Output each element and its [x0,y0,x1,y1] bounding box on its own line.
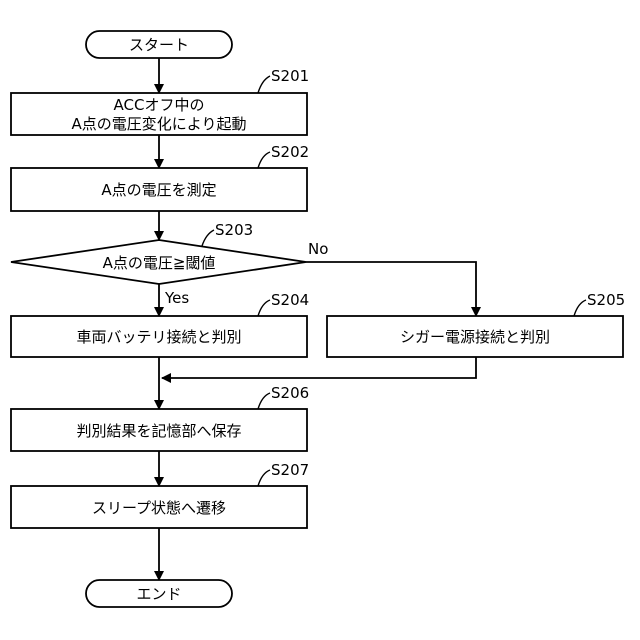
branch-no-label: No [308,240,328,258]
step-s203-leader [202,230,214,246]
step-s201-text-line2: A点の電圧変化により起動 [72,115,247,133]
step-s205-label: S205 [587,291,625,309]
step-s203-text: A点の電圧≧閾値 [103,254,216,272]
step-s201-leader [258,76,270,93]
connector-s205-merge [162,357,476,378]
step-s202-text: A点の電圧を測定 [101,181,216,199]
step-s201: ACCオフ中の A点の電圧変化により起動 S201 [11,67,309,135]
start-text: スタート [129,36,189,54]
branch-yes-label: Yes [164,289,189,307]
step-s204-leader [258,300,270,316]
step-s207: スリープ状態へ遷移 S207 [11,461,309,528]
step-s201-text-line1: ACCオフ中の [114,96,205,114]
start-terminator: スタート [86,31,232,58]
step-s201-label: S201 [271,67,309,85]
step-s203-label: S203 [215,221,253,239]
step-s205-text: シガー電源接続と判別 [400,328,550,346]
step-s206-leader [258,393,270,409]
connector-s203-no [306,262,476,316]
step-s206-text: 判別結果を記憶部へ保存 [76,422,241,440]
step-s204-text: 車両バッテリ接続と判別 [76,328,241,346]
step-s202-leader [258,152,270,168]
end-terminator: エンド [86,580,232,607]
end-text: エンド [136,585,181,603]
step-s207-label: S207 [271,461,309,479]
step-s204-label: S204 [271,291,309,309]
step-s207-text: スリープ状態へ遷移 [92,499,226,517]
step-s206-label: S206 [271,384,309,402]
step-s202: A点の電圧を測定 S202 [11,143,309,211]
step-s204: 車両バッテリ接続と判別 S204 [11,291,309,357]
step-s205-leader [574,300,586,316]
step-s206: 判別結果を記憶部へ保存 S206 [11,384,309,451]
step-s207-leader [258,470,270,486]
step-s202-label: S202 [271,143,309,161]
